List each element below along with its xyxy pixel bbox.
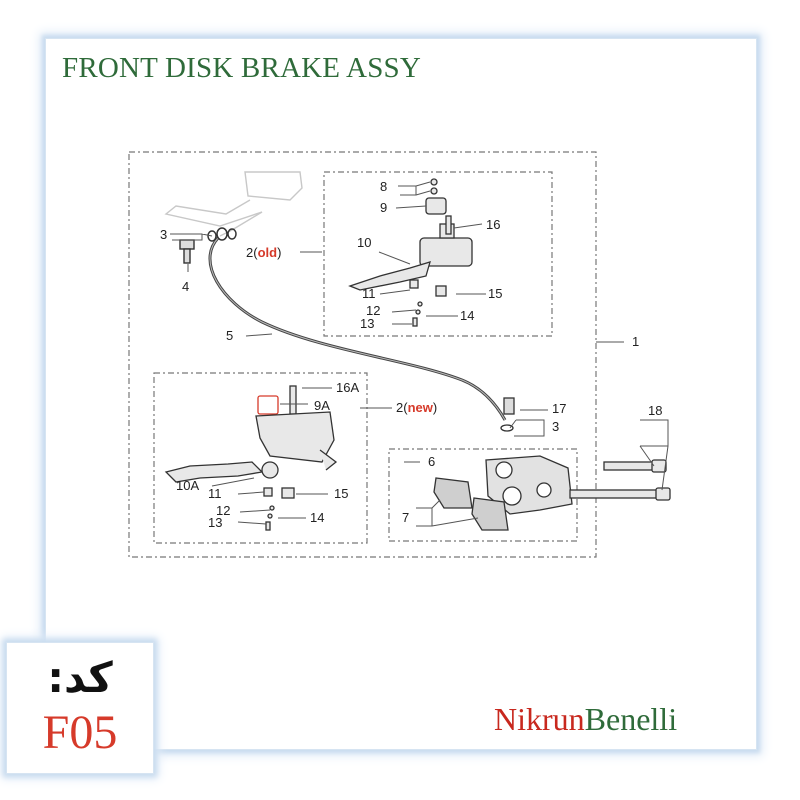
callout-9: 9	[380, 200, 387, 215]
callout-3-bottom: 3	[552, 419, 559, 434]
caliper-banjo	[500, 397, 515, 432]
brand-part-1: Nikrun	[494, 701, 585, 737]
callout-8: 8	[380, 179, 387, 194]
callout-2-new-suffix: )	[433, 400, 437, 415]
new-master-cylinder	[164, 385, 338, 531]
callout-2-new-word: new	[408, 400, 434, 415]
callout-10a: 10A	[176, 478, 199, 493]
brand-part-2: Benelli	[584, 701, 678, 737]
code-label: کد:	[47, 653, 113, 702]
page-title: FRONT DISK BRAKE ASSY	[62, 52, 421, 84]
old-master-cylinder-frame	[323, 171, 553, 337]
callout-15-bottom: 15	[334, 486, 348, 501]
new-master-cylinder-frame	[153, 372, 368, 544]
callout-2-new-prefix: 2(	[396, 400, 408, 415]
callout-4: 4	[182, 279, 189, 294]
handlebar-reference	[164, 171, 303, 237]
banjo-washers-top	[207, 227, 237, 242]
callout-2-new: 2(new)	[396, 400, 437, 415]
brake-caliper	[485, 455, 573, 515]
callout-2-old-word: old	[258, 245, 278, 260]
callout-14-bottom: 14	[310, 510, 324, 525]
callout-14-top: 14	[460, 308, 474, 323]
brake-pads	[433, 477, 509, 531]
product-code-box: کد: F05	[6, 642, 154, 774]
callout-13-top: 13	[360, 316, 374, 331]
callout-1: 1	[632, 334, 639, 349]
callout-16a: 16A	[336, 380, 359, 395]
banjo-bolt	[179, 239, 195, 264]
callout-9a: 9A	[314, 398, 330, 413]
callout-3-top: 3	[160, 227, 167, 242]
callout-12-bottom: 12	[216, 503, 230, 518]
callout-11-top: 11	[362, 286, 376, 301]
callout-10: 10	[357, 235, 371, 250]
callout-16: 16	[486, 217, 500, 232]
callout-5: 5	[226, 328, 233, 343]
callout-12-top: 12	[366, 303, 380, 318]
brand-logo-text: NikrunBenelli	[494, 701, 677, 738]
outer-assembly-frame	[128, 151, 597, 558]
callout-18: 18	[648, 403, 662, 418]
callout-11-bottom: 11	[208, 486, 222, 501]
callout-6: 6	[428, 454, 435, 469]
callout-2-old: 2(old)	[246, 245, 281, 260]
callout-2-old-suffix: )	[277, 245, 281, 260]
product-card	[45, 38, 757, 750]
callout-17: 17	[552, 401, 566, 416]
callout-15-top: 15	[488, 286, 502, 301]
caliper-bolts	[569, 459, 671, 501]
code-value: F05	[42, 706, 118, 759]
old-master-cylinder	[348, 178, 473, 327]
callout-7: 7	[402, 510, 409, 525]
callout-13-bottom: 13	[208, 515, 222, 530]
callout-2-old-prefix: 2(	[246, 245, 258, 260]
